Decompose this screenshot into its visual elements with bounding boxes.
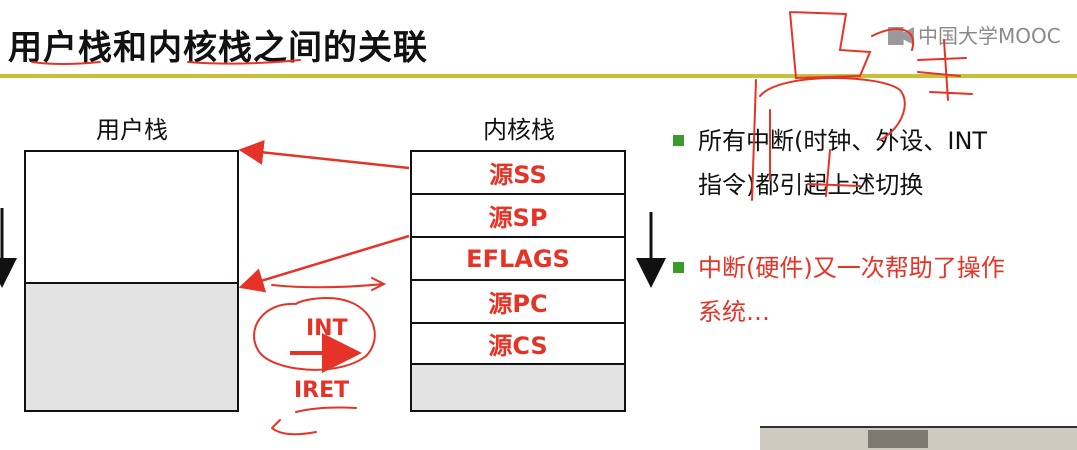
- slide-title: 用户栈和内核栈之间的关联: [8, 28, 428, 68]
- mooc-logo-text: 中国大学MOOC: [918, 24, 1061, 48]
- kernel-stack-empty-region: [412, 365, 624, 410]
- square-bullet-icon: [673, 135, 684, 146]
- camera-thumbnail: [760, 426, 1077, 450]
- user-stack-label: 用户栈: [96, 116, 168, 144]
- user-stack-box: [24, 150, 239, 412]
- kernel-stack-label: 内核栈: [483, 116, 555, 144]
- bullet-2-line-2: 系统…: [698, 298, 770, 326]
- camera-thumbnail-figure: [868, 430, 928, 448]
- handwritten-annotations: [31, 11, 973, 436]
- title-underline-rule: [0, 74, 1077, 78]
- sp-pointer-arrow: [238, 234, 410, 293]
- bullet-2: 中断(硬件)又一次帮助了操作 系统…: [698, 246, 1005, 334]
- user-stack-used-region: [26, 282, 237, 410]
- bullet-1-line-1: 所有中断(时钟、外设、INT: [698, 127, 988, 155]
- kernel-stack-cell-sp: 源SP: [412, 195, 624, 238]
- kernel-stack-cell-ss: 源SS: [412, 152, 624, 195]
- iret-label: IRET: [294, 378, 350, 403]
- kernel-stack-cell-eflags: EFLAGS: [412, 238, 624, 281]
- kernel-stack-cell-pc: 源PC: [412, 281, 624, 324]
- kernel-stack-box: 源SS 源SP EFLAGS 源PC 源CS: [410, 150, 626, 412]
- kernel-stack-cell-cs: 源CS: [412, 324, 624, 365]
- ss-pointer-arrow: [238, 139, 410, 170]
- bullet-2-line-1: 中断(硬件)又一次帮助了操作: [698, 254, 1005, 282]
- square-bullet-icon: [673, 262, 684, 273]
